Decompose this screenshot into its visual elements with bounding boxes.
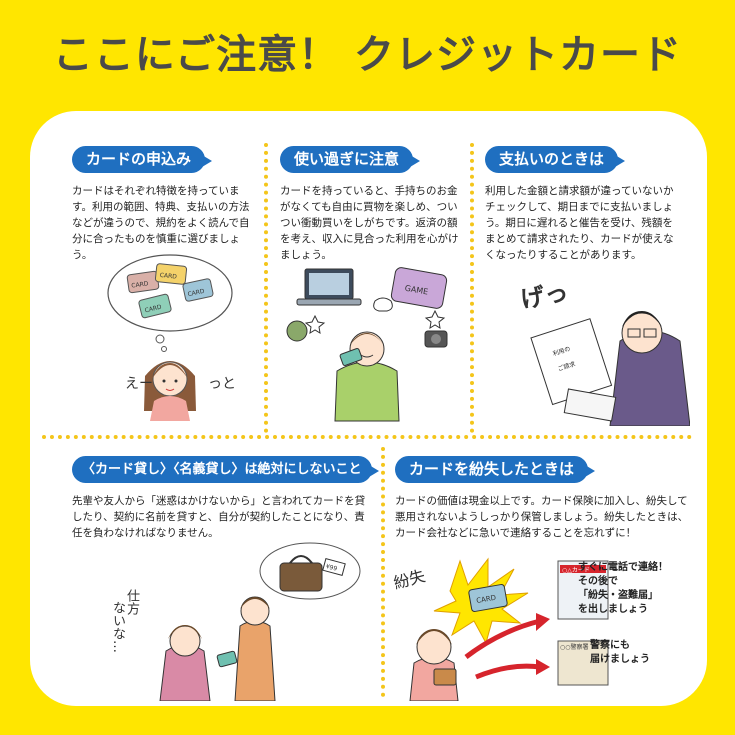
section-text: カードの価値は現金以上です。カード保険に加入し、紛失して悪用されないようしっかり… (395, 495, 689, 539)
sound-text-tto: っと (208, 376, 236, 392)
card-label: CARD (187, 288, 206, 298)
sound-text-nainaa: ないな… (110, 601, 125, 653)
section-payment: 支払いのときは 利用した金額と請求額が違っていないかチェックして、期日までに支払… (485, 146, 675, 263)
illustration-lost-card: CARD ○△カード ○○警察署 (409, 557, 609, 701)
section-overuse: 使い過ぎに注意 カードを持っていると、手持ちのお金がなくても自由に買物を楽しめ、… (280, 146, 460, 263)
divider-horizontal (42, 435, 692, 439)
divider-vertical-2 (470, 143, 474, 433)
section-heading: 支払いのときは (485, 146, 626, 173)
card-label: CARD (159, 272, 177, 281)
content-card: カードの申込み カードはそれぞれ特徴を持っています。利用の範囲、特典、支払いの方… (30, 111, 707, 706)
section-heading: 〈カード貸し〉〈名義貸し〉は絶対にしないこと (72, 456, 379, 483)
section-text: 先輩や友人から「迷惑はかけないから」と言われてカードを貸したり、契約に名前を貸す… (72, 495, 366, 539)
note-phone: すぐに電話で連絡！ その後で 「紛失・盗難届」 を出しましょう (578, 562, 668, 615)
illustration-bill: 利用の ご請求 (530, 311, 690, 426)
section-text: 利用した金額と請求額が違っていないかチェックして、期日までに支払いましょう。期日… (485, 185, 674, 261)
section-text: カードを持っていると、手持ちのお金がなくても自由に買物を楽しめ、ついつい衝動買い… (280, 185, 459, 261)
sound-text-shikata: 仕方 (124, 589, 139, 615)
illustration-shopping: GAME (286, 267, 448, 422)
section-text: カードはそれぞれ特徴を持っています。利用の範囲、特典、支払いの方法などが違うので… (72, 185, 250, 261)
section-application: カードの申込み カードはそれぞれ特徴を持っています。利用の範囲、特典、支払いの方… (72, 146, 252, 263)
section-heading: カードを紛失したときは (395, 456, 596, 483)
building-sign: ○○警察署 (560, 643, 588, 651)
card-label: CARD (144, 303, 163, 314)
section-heading: カードの申込み (72, 146, 213, 173)
divider-vertical-1 (264, 143, 268, 433)
card-label: CARD (131, 280, 149, 289)
section-lost-card: カードを紛失したときは カードの価値は現金以上です。カード保険に加入し、紛失して… (395, 456, 695, 541)
game-label: GAME (404, 284, 429, 297)
building-sign: ○△カード (562, 567, 590, 574)
card-label: CARD (476, 594, 497, 605)
section-lending: 〈カード貸し〉〈名義貸し〉は絶対にしないこと 先輩や友人から「迷惑はかけないから… (72, 456, 379, 541)
illustration-card-choice: CARD CARD CARD CARD (107, 254, 233, 421)
note-police: 警察にも 届けましょう (590, 640, 650, 665)
price-tag: ¥99 (325, 563, 338, 573)
illustration-lending: ¥99 (159, 542, 361, 701)
page-title: ここにご注意！ クレジットカード (52, 32, 683, 78)
sound-text-e: えー (125, 376, 153, 392)
section-heading: 使い過ぎに注意 (280, 146, 421, 173)
divider-vertical-3 (381, 447, 385, 697)
